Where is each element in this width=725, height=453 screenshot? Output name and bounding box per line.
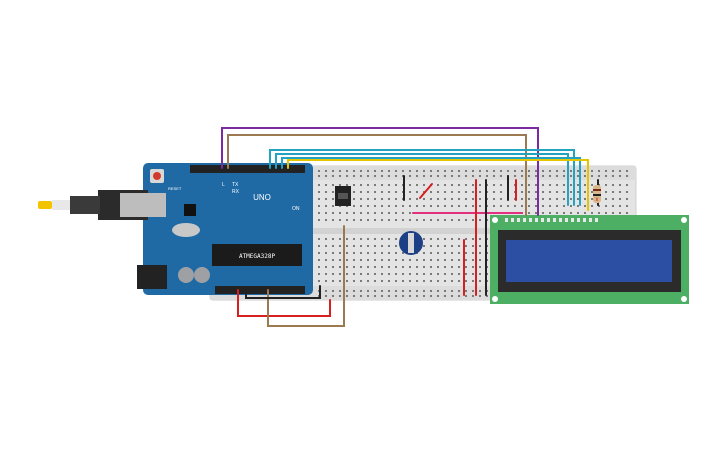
wire-brown-top[interactable] [227,134,527,216]
wire-cyan-1[interactable] [269,149,575,206]
wire-red-diag[interactable] [419,183,433,199]
usb-connector-icon [38,190,166,220]
on-label: ON [292,206,300,212]
svg-text:x: x [596,197,599,203]
l-label: L [222,182,225,188]
atmega-chip [212,244,302,266]
tx-label: TX [232,182,239,188]
wire-cyan-2[interactable] [275,153,569,206]
lcd-16x2[interactable] [490,215,689,304]
lcd-pin-header [505,218,598,222]
power-jack-icon [137,265,167,289]
wire-black-bottom[interactable] [245,285,321,299]
wire-purple[interactable] [221,127,539,216]
reset-label: RESET [168,186,182,191]
wire-yellow[interactable] [287,159,589,211]
chip-label: ATMEGA328P [239,253,276,260]
resistor[interactable]: x [593,185,601,203]
rx-label: RX [232,189,240,195]
brand-text: UNO [253,193,271,202]
arduino-uno-board[interactable]: ATMEGA328P UNO ON TX RX L RESET [38,163,313,295]
lcd-screen [506,240,672,282]
wire-brown-bottom[interactable] [267,225,345,327]
pushbutton[interactable] [335,186,351,206]
digital-header [190,165,305,173]
potentiometer[interactable] [399,231,423,255]
analog-header [215,286,305,294]
wire-red-bottom[interactable] [237,289,331,317]
wire-cyan-3[interactable] [281,157,581,206]
